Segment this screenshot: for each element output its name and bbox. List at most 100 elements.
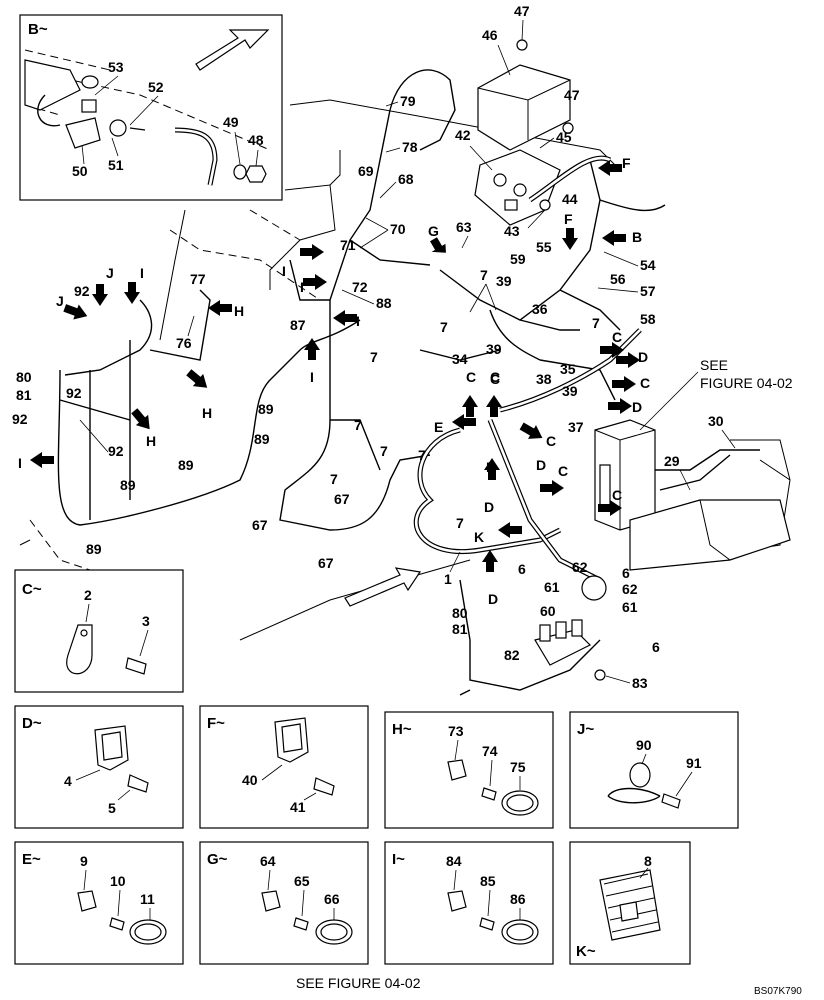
label-7-5: 7	[418, 447, 426, 463]
label-90: 90	[636, 737, 652, 753]
pointer-arrow-icon	[616, 352, 640, 368]
label-47-top: 47	[514, 3, 530, 19]
pointer-arrow-icon	[208, 300, 232, 316]
label-61-1: 61	[544, 579, 560, 595]
label-89-3: 89	[178, 457, 194, 473]
pointer-arrow-icon	[92, 284, 108, 306]
label-57: 57	[640, 283, 656, 299]
pointer-arrow-icon	[519, 422, 543, 439]
pointer-arrow-icon	[608, 398, 632, 414]
inset-g-title: G~	[207, 851, 228, 868]
label-6-2: 6	[622, 565, 630, 581]
inset-i: I~ 84 85 86	[384, 841, 554, 965]
pointer-arrow-icon	[598, 500, 622, 516]
inset-k: 8 K~	[569, 841, 691, 965]
see-figure-bottom: SEE FIGURE 04-02	[296, 975, 421, 991]
inset-j-title: J~	[577, 721, 594, 738]
letter-i-5: I	[140, 265, 144, 281]
pointer-arrow-icon	[612, 376, 636, 392]
see-figure-top-line2: FIGURE 04-02	[700, 375, 793, 391]
label-11: 11	[140, 891, 155, 907]
label-61-2: 61	[622, 599, 638, 615]
label-39-2: 39	[486, 341, 502, 357]
inset-b-title: B~	[28, 21, 48, 38]
label-63: 63	[456, 219, 472, 235]
label-34: 34	[452, 351, 468, 367]
letter-c-8: C	[490, 371, 500, 387]
label-45: 45	[556, 129, 572, 145]
letter-i-1: I	[282, 263, 286, 279]
inset-k-title: K~	[576, 943, 596, 960]
letter-d-4: D	[638, 349, 648, 365]
label-1: 1	[444, 571, 452, 587]
label-4: 4	[64, 773, 72, 789]
label-71: 71	[340, 237, 356, 253]
pointer-arrow-icon	[430, 237, 446, 253]
inset-j: J~ 90 91	[569, 711, 739, 829]
figure-id: BS07K790	[754, 986, 802, 997]
label-89-5: 89	[86, 541, 102, 557]
label-84: 84	[446, 853, 462, 869]
label-41: 41	[290, 799, 306, 815]
label-55: 55	[536, 239, 552, 255]
letter-d-5: D	[632, 399, 642, 415]
inset-e: E~ 9 10 11	[14, 841, 184, 965]
label-86: 86	[510, 891, 526, 907]
label-92-1: 92	[74, 283, 90, 299]
inset-c-title: C~	[22, 581, 42, 598]
label-69: 69	[358, 163, 374, 179]
pointer-arrows	[30, 160, 640, 572]
label-50: 50	[72, 163, 88, 179]
label-52: 52	[148, 79, 164, 95]
pointer-arrow-icon	[333, 310, 357, 326]
inset-h: H~ 73 74 75	[384, 711, 554, 829]
label-91: 91	[686, 755, 702, 771]
label-39-1: 39	[496, 273, 512, 289]
label-73: 73	[448, 723, 464, 739]
label-77: 77	[190, 271, 206, 287]
label-66: 66	[324, 891, 340, 907]
label-81-main: 81	[452, 621, 468, 637]
label-53: 53	[108, 59, 124, 75]
inset-d-title: D~	[22, 715, 42, 732]
label-68: 68	[398, 171, 414, 187]
pointer-arrow-icon	[124, 282, 140, 304]
switch-group: 82 83	[504, 575, 648, 691]
label-89-1: 89	[258, 401, 274, 417]
label-67-3: 67	[318, 555, 334, 571]
letter-k: K	[474, 529, 484, 545]
label-43: 43	[504, 223, 520, 239]
letter-b: B	[632, 229, 642, 245]
label-92-4: 92	[108, 443, 124, 459]
inset-f: F~ 40 41	[199, 705, 369, 829]
letter-j: J	[106, 265, 114, 281]
letter-g: G	[428, 223, 439, 239]
label-65: 65	[294, 873, 310, 889]
label-7-4: 7	[380, 443, 388, 459]
inset-g: G~ 64 65 66	[199, 841, 369, 965]
hoses	[413, 155, 642, 583]
letter-c-7: C	[640, 375, 650, 391]
see-figure-top-line1: SEE	[700, 357, 728, 373]
pointer-arrow-icon	[498, 522, 522, 538]
pointer-arrow-icon	[186, 369, 208, 388]
pointer-arrow-icon	[482, 550, 498, 572]
battery-box: 47 46 47	[477, 3, 580, 151]
label-58: 58	[640, 311, 656, 327]
label-87: 87	[290, 317, 306, 333]
label-7-8: 7	[592, 315, 600, 331]
letter-j-2: J	[56, 293, 64, 309]
label-70: 70	[390, 221, 406, 237]
label-60: 60	[540, 603, 556, 619]
pointer-arrow-icon	[562, 228, 578, 250]
label-37: 37	[568, 419, 584, 435]
pointer-arrow-icon	[598, 160, 622, 176]
label-92-3: 92	[12, 411, 28, 427]
letter-i-3: I	[356, 313, 360, 329]
pointer-arrow-icon	[452, 414, 476, 430]
label-59: 59	[510, 251, 526, 267]
label-83: 83	[632, 675, 648, 691]
pointer-arrow-icon	[602, 230, 626, 246]
inset-i-title: I~	[392, 851, 405, 868]
